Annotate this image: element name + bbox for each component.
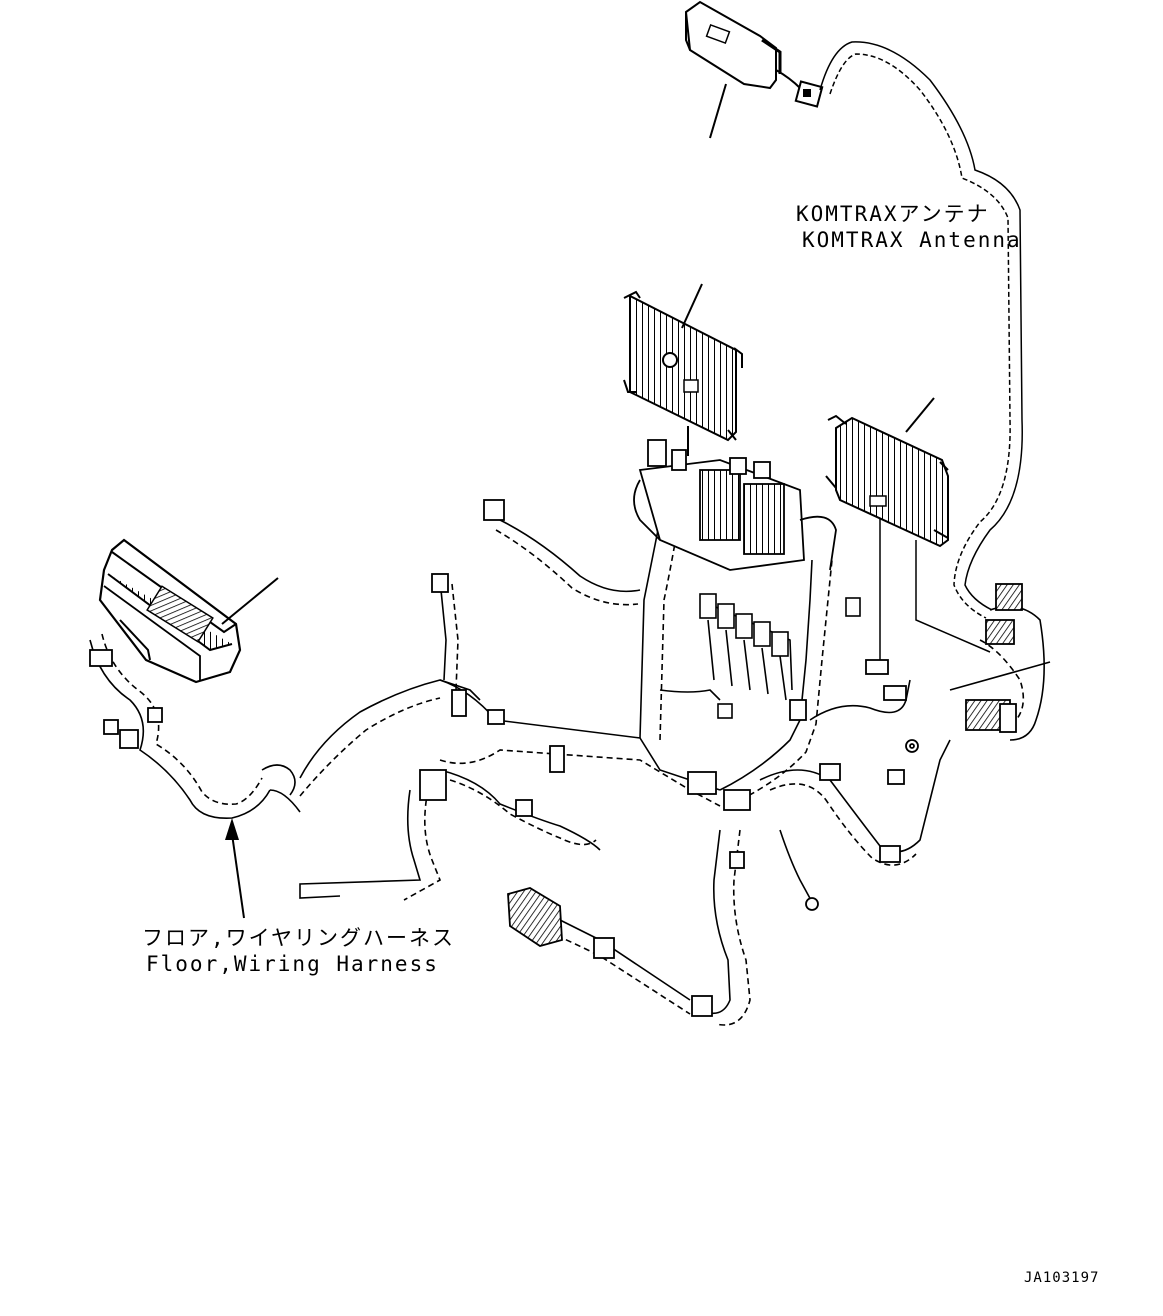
antenna-cable: [819, 41, 1023, 619]
komtrax-antenna-unit: [684, 0, 824, 108]
floor-wiring-harness-label-en: Floor,Wiring Harness: [146, 952, 439, 976]
relay-block: [699, 593, 861, 719]
drawing-code: JA103197: [1024, 1270, 1100, 1286]
antenna-leader-line: [709, 83, 727, 139]
monitor-leader-line: [221, 577, 279, 625]
komtrax-antenna-label-jp: KOMTRAXアンテナ: [796, 202, 990, 226]
harness-connectors: [89, 499, 919, 1017]
monitor-panel: [98, 538, 242, 684]
komtrax-antenna-label-en: KOMTRAX Antenna: [802, 228, 1022, 252]
bottom-connector: [507, 887, 563, 947]
controller-leader-line: [681, 283, 703, 329]
floor-wiring-harness-label-jp: フロア,ワイヤリングハーネス: [142, 926, 456, 950]
harness-leader-arrow: [225, 818, 245, 919]
right-connector-cluster: [965, 583, 1023, 733]
controller-plate: [623, 290, 743, 442]
right-controller-leader-line: [905, 397, 935, 433]
controller-unit-right: [825, 414, 949, 548]
fuse-box: [633, 439, 837, 571]
